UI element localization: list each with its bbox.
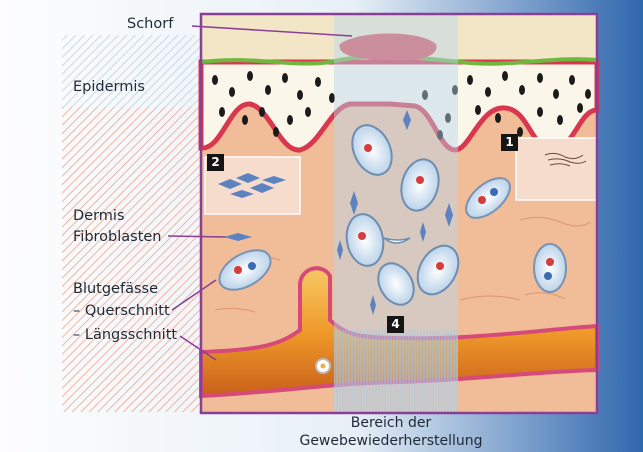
callout-4: 4 bbox=[387, 316, 404, 333]
label-fibroblasten: Fibroblasten bbox=[73, 228, 162, 246]
caption-line-2: Gewebewiederherstellung bbox=[286, 433, 496, 450]
label-schorf: Schorf bbox=[127, 15, 173, 33]
label-epidermis: Epidermis bbox=[73, 78, 145, 96]
inset-box-1 bbox=[516, 138, 597, 200]
callout-1: 1 bbox=[501, 134, 518, 151]
label-laengsschnitt: – Längsschnitt bbox=[73, 326, 177, 344]
tissue-panel bbox=[168, 14, 597, 413]
label-dermis: Dermis bbox=[73, 207, 125, 225]
caption-line-1: Bereich der bbox=[286, 415, 496, 432]
callout-2: 2 bbox=[207, 154, 224, 171]
label-blutgefaesse: Blutgefässe bbox=[73, 280, 158, 298]
left-hatch-dermis bbox=[62, 107, 202, 412]
left-hatch-epidermis bbox=[62, 35, 202, 107]
label-querschnitt: – Querschnitt bbox=[73, 302, 170, 320]
